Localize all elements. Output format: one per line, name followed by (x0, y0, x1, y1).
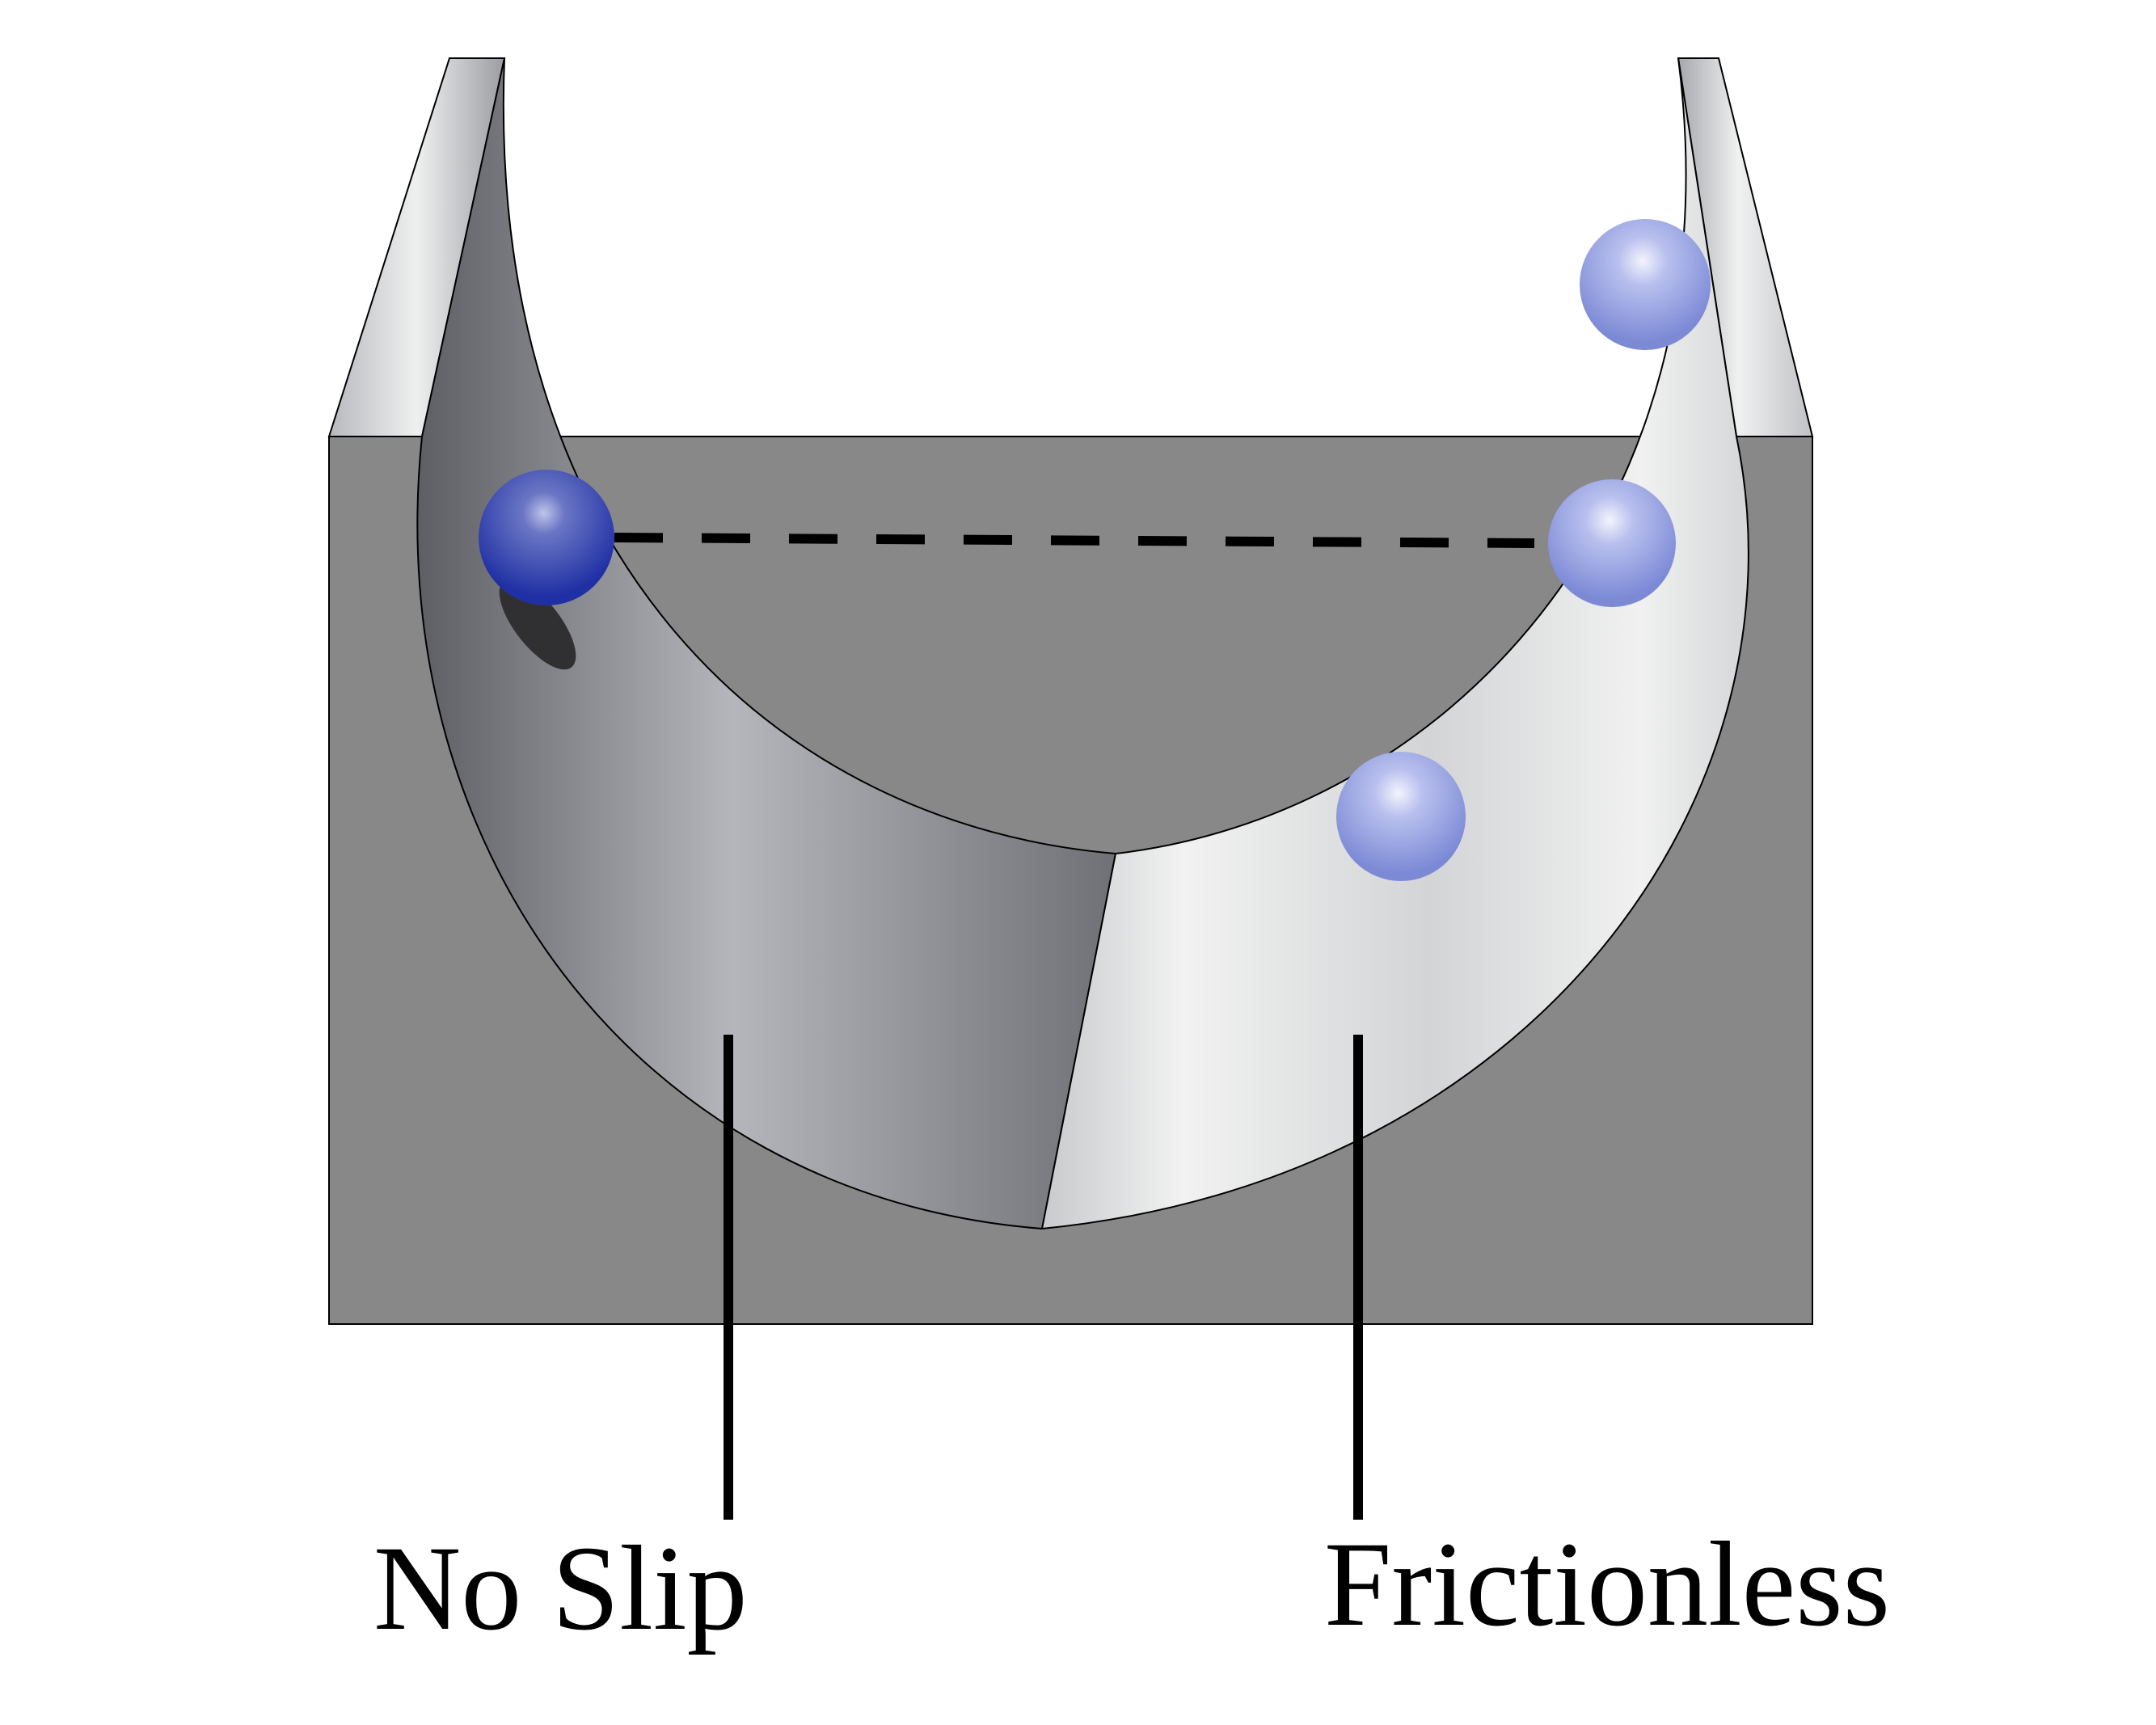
no-slip-label: No Slip (373, 1521, 748, 1655)
frictionless-ball-top (1580, 219, 1711, 350)
frictionless-surface (1040, 57, 1749, 1230)
frictionless-label: Frictionless (1324, 1517, 1890, 1651)
equal-height-dashed-line (614, 533, 1535, 548)
frictionless-ball-equal-height (1548, 479, 1676, 607)
frictionless-ball-lower (1336, 752, 1466, 881)
ball-shadow (499, 578, 576, 670)
no-slip-ball (479, 470, 614, 605)
